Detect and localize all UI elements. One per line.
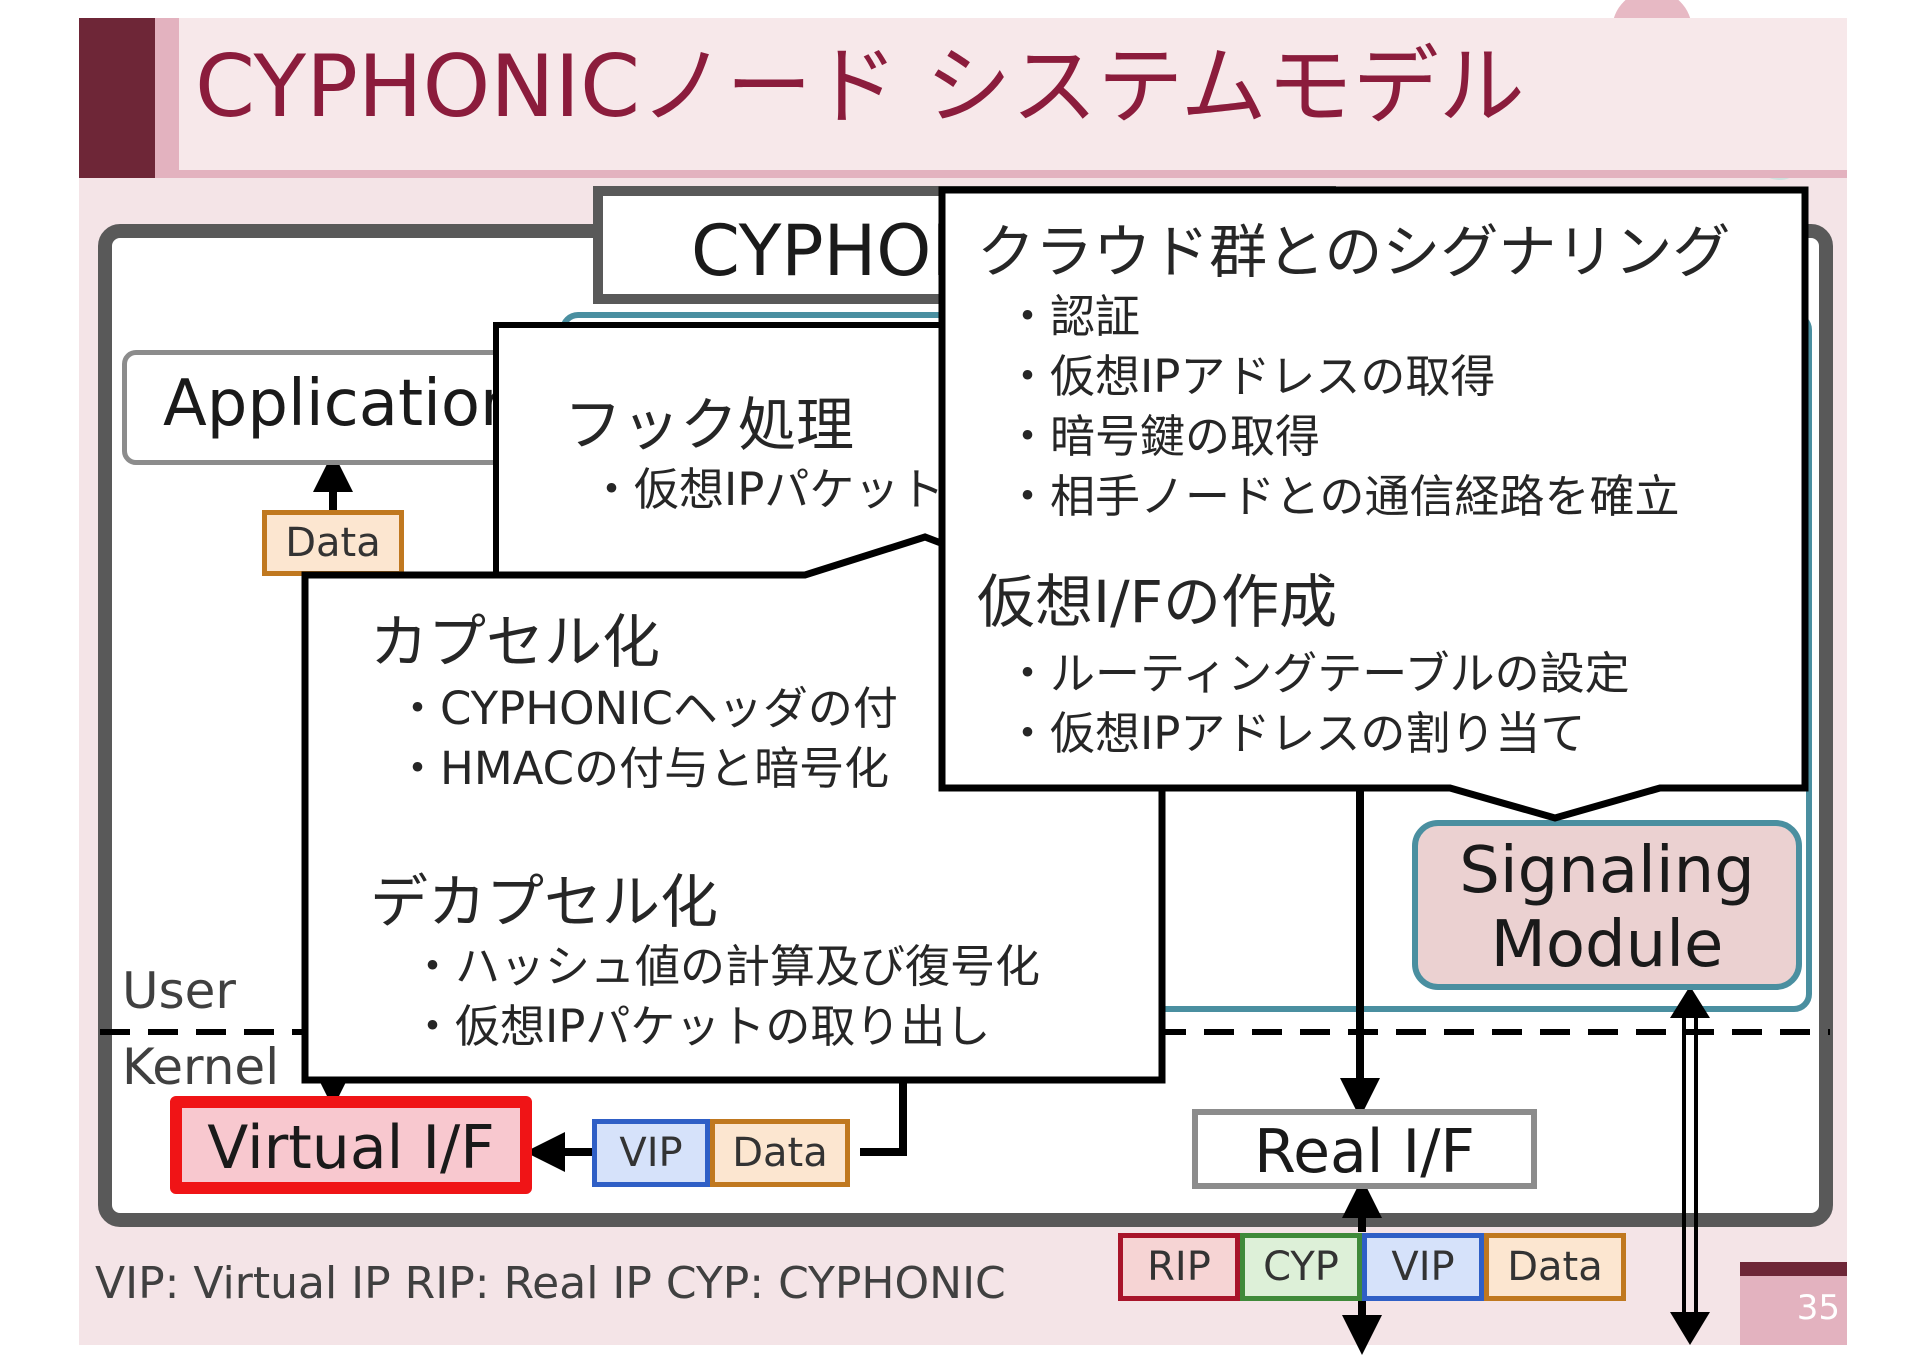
page-number-accent [1740,1262,1847,1276]
hook-heading: フック処理 [564,391,855,459]
real-if-box: Real I/F [1192,1109,1537,1189]
data-tag-lower-left: Data [710,1119,850,1187]
signaling-module-line-2: Module [1490,908,1724,982]
cyp-tag: CYP [1240,1233,1362,1301]
encap-item-1: ・CYPHONICヘッダの付 [395,682,898,735]
cloud-item-2: ・仮想IPアドレスの取得 [1005,350,1496,403]
title-accent-stripe [155,18,179,178]
cloud-item-1: ・認証 [1005,290,1141,343]
kernel-label: Kernel [122,1038,280,1096]
real-if-label: Real I/F [1254,1117,1475,1187]
line-encap-to-tags [860,1078,907,1156]
title-band [79,18,1847,178]
vip-tag-lower-left: VIP [592,1119,710,1187]
signaling-module-box: Signaling Module [1412,820,1802,990]
signaling-arrow-up [1670,986,1710,1018]
vif-heading: 仮想I/Fの作成 [977,568,1338,636]
cloud-heading: クラウド群とのシグナリング [977,218,1731,286]
cloud-item-3: ・暗号鍵の取得 [1005,410,1321,463]
signaling-module-line-1: Signaling [1459,834,1755,908]
decap-item-1: ・ハッシュ値の計算及び復号化 [410,940,1041,993]
title-underline [179,170,1847,178]
signaling-arrow-down [1670,1312,1710,1345]
encap-item-2: ・HMACの付与と暗号化 [395,742,890,795]
virtual-if-box: Virtual I/F [170,1096,532,1194]
title-accent-bar [79,18,155,178]
user-label: User [122,962,236,1020]
decap-heading: デカプセル化 [370,868,719,936]
data-tag-outer: Data [1484,1233,1626,1301]
virtual-if-label: Virtual I/F [207,1113,495,1183]
cloud-item-4: ・相手ノードとの通信経路を確立 [1005,470,1680,523]
rip-tag: RIP [1118,1233,1240,1301]
page-number: 35 [1796,1288,1840,1328]
application-label: Application [163,367,521,441]
decap-item-2: ・仮想IPパケットの取り出し [410,1000,991,1053]
vip-tag-outer: VIP [1362,1233,1484,1301]
vif-item-2: ・仮想IPアドレスの割り当て [1005,707,1586,760]
abbreviation-legend: VIP: Virtual IP RIP: Real IP CYP: CYPHON… [95,1258,1006,1309]
application-box: Application [122,350,521,465]
hook-item: ・仮想IPパケット [589,463,945,516]
vif-item-1: ・ルーティングテーブルの設定 [1005,647,1630,700]
page-title: CYPHONICノード システムモデル [195,37,1525,137]
encap-heading: カプセル化 [370,608,661,676]
